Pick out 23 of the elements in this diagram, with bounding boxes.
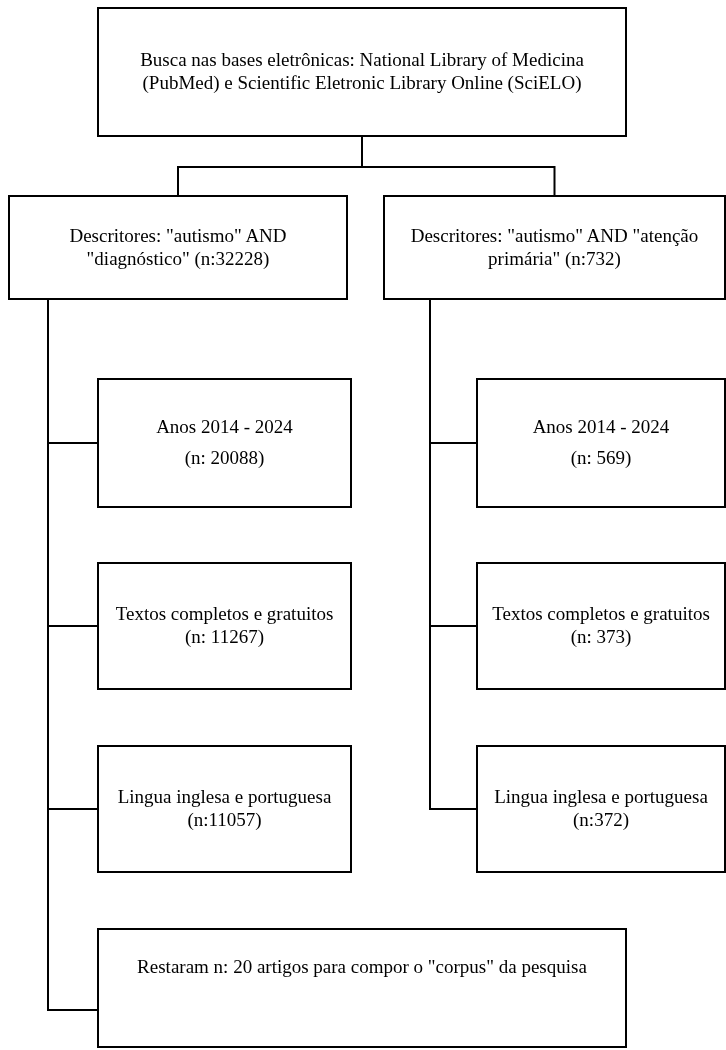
- connector-line: [361, 136, 556, 196]
- process-box: [97, 928, 627, 1048]
- box-text: Descritores: "autismo" AND "atenção primária" (n:732): [409, 224, 700, 271]
- box-text: Textos completos e gratuitos (n: 373): [491, 603, 711, 649]
- box-text: (n: 20088): [184, 447, 265, 470]
- process-box: [97, 562, 352, 690]
- process-box: [476, 378, 726, 508]
- process-box: [476, 562, 726, 690]
- box-text: (n: 569): [570, 447, 632, 470]
- process-box: [97, 378, 352, 508]
- box-text: Busca nas bases eletrônicas: National Library of Medicina (PubMed) e Scientific Eletronic Library Online (SciELO): [139, 49, 585, 95]
- box-text: Restaram n: 20 artigos para compor o "corpus" da pesquisa: [137, 956, 587, 979]
- box-text: Lingua inglesa e portuguesa (n:372): [493, 786, 709, 832]
- process-box: [476, 745, 726, 873]
- box-text: Anos 2014 - 2024: [156, 416, 293, 439]
- process-box: [97, 745, 352, 873]
- process-box: [383, 195, 726, 300]
- process-box: [8, 195, 348, 300]
- box-text: Textos completos e gratuitos (n: 11267): [114, 603, 335, 649]
- box-text: Anos 2014 - 2024: [532, 416, 670, 439]
- process-box: [97, 7, 627, 137]
- box-text: Lingua inglesa e portuguesa (n:11057): [116, 786, 333, 832]
- box-text: Descritores: "autismo" AND "diagnóstico" (n:32228): [68, 224, 288, 271]
